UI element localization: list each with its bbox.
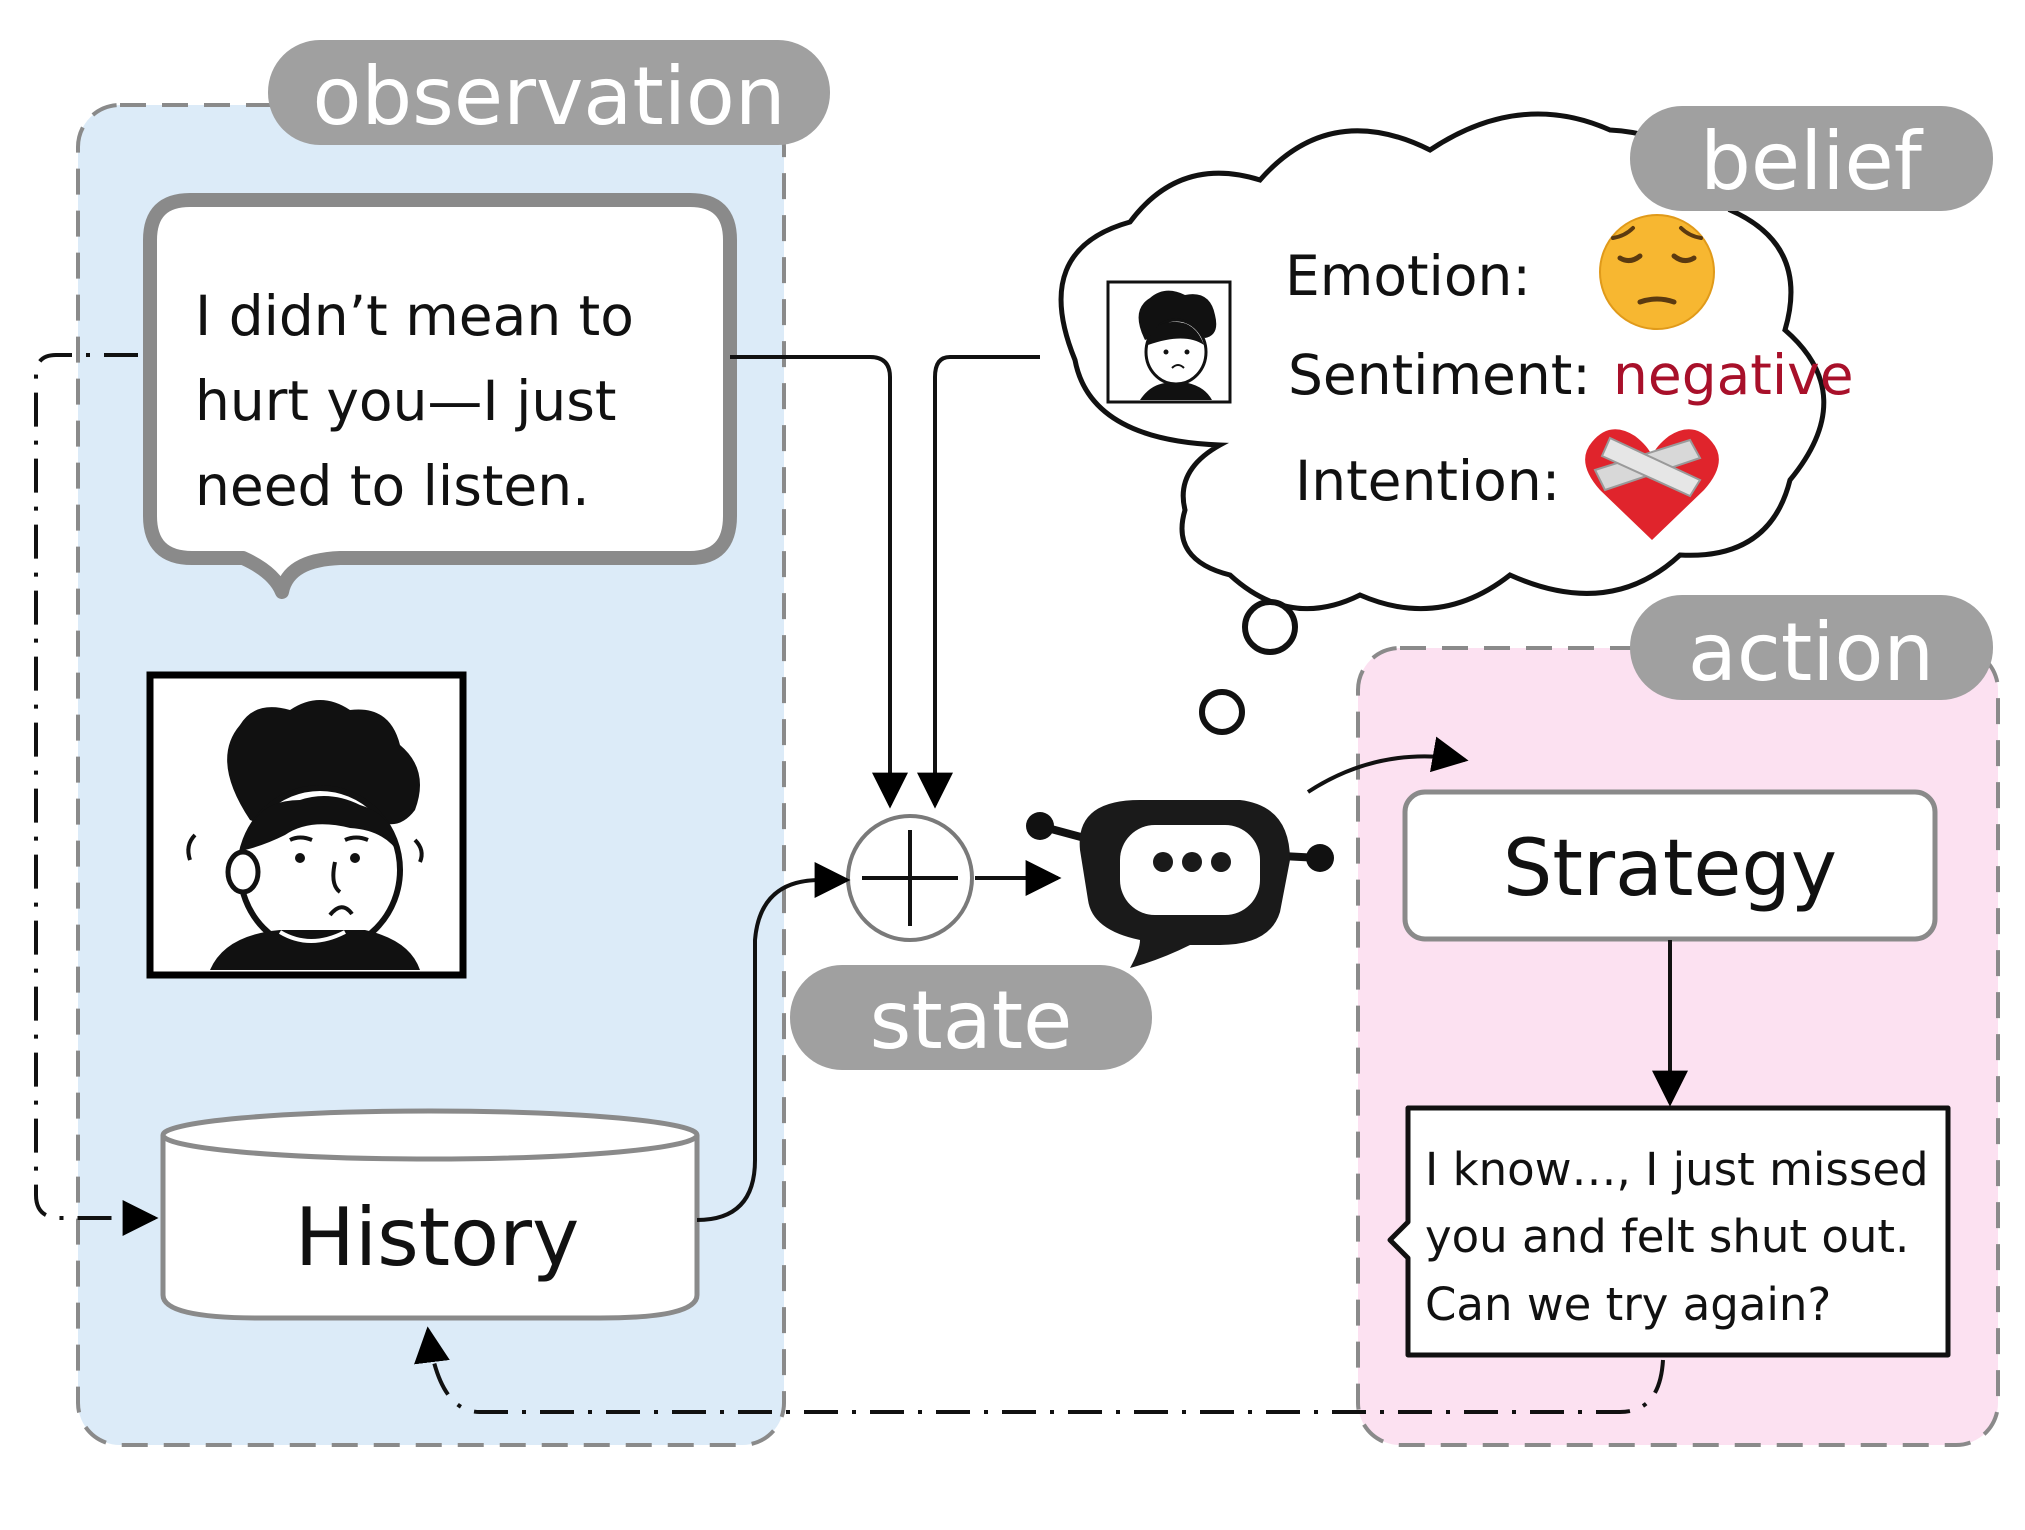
belief-user-portrait [1106, 280, 1232, 404]
history-database: History [160, 1108, 700, 1321]
observation-label-pill: observation [268, 40, 830, 145]
robot-dot-1 [1153, 852, 1173, 872]
action-label: action [1688, 606, 1934, 699]
user-speech-bubble: I didn’t mean to hurt you—I just need to… [143, 193, 737, 599]
robot-agent-icon [1026, 800, 1334, 968]
robot-dot-2 [1182, 852, 1202, 872]
worried-person-small-icon [1138, 290, 1217, 400]
pensive-face-icon [1599, 214, 1715, 330]
intention-label: Intention: [1295, 449, 1560, 513]
action-label-pill: action [1630, 595, 1993, 700]
agent-to-action-arrow [1306, 736, 1469, 794]
worried-person-icon [186, 700, 424, 970]
response-to-history-dashdot-arrow [414, 1326, 1665, 1414]
state-label: state [870, 974, 1073, 1067]
speech-to-state-arrow [730, 355, 908, 809]
emotion-label: Emotion: [1285, 244, 1531, 308]
response-bubble: I know…, I just missed you and felt shut… [1387, 1105, 1951, 1358]
strategy-label: Strategy [1503, 824, 1837, 914]
user-portrait [146, 671, 467, 979]
observation-label: observation [312, 50, 785, 143]
state-label-pill: state [790, 965, 1152, 1070]
robot-dot-3 [1211, 852, 1231, 872]
belief-to-state-arrow [917, 355, 1040, 809]
speech-line-1: I didn’t mean to [195, 284, 634, 348]
response-line-3: Can we try again? [1425, 1278, 1831, 1331]
state-aggregator [846, 814, 974, 942]
history-to-state-arrow [696, 862, 851, 1222]
connector-arrows [34, 353, 1688, 1414]
speech-line-3: need to listen. [195, 454, 590, 518]
belief-label-pill: belief [1630, 106, 1993, 211]
response-line-1: I know…, I just missed [1425, 1143, 1929, 1196]
sentiment-value: negative [1613, 343, 1854, 407]
strategy-box: Strategy [1402, 789, 1938, 942]
speech-to-history-dashdot-arrow [34, 353, 159, 1236]
speech-line-2: hurt you—I just [195, 369, 617, 433]
response-line-2: you and felt shut out. [1425, 1210, 1909, 1263]
sentiment-label: Sentiment: [1288, 343, 1591, 407]
belief-label: belief [1700, 115, 1924, 208]
mending-heart-icon [1585, 429, 1719, 540]
history-label: History [295, 1191, 580, 1284]
